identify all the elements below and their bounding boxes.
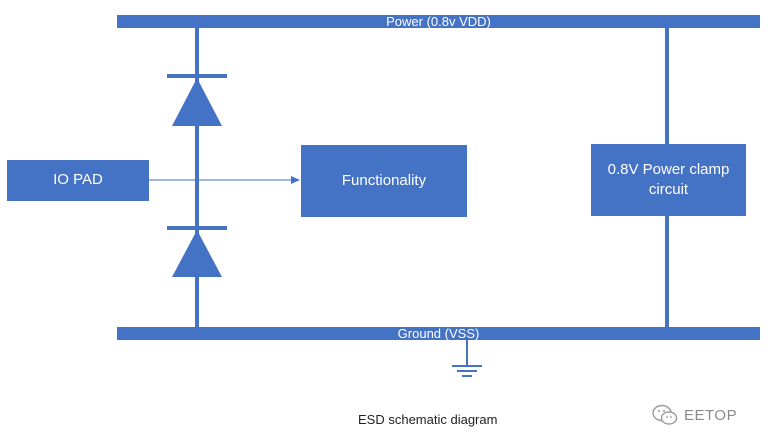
watermark-text: EETOP — [684, 406, 738, 424]
diagram-caption: ESD schematic diagram — [358, 412, 498, 427]
clamp-ground-wire — [665, 216, 669, 327]
power-rail-label: Power (0.8v VDD) — [386, 14, 491, 29]
power-clamp-label-line2: circuit — [648, 181, 689, 198]
functionality-block: Functionality — [301, 145, 467, 217]
io-pad-label: IO PAD — [53, 171, 103, 189]
diode-column-wire — [195, 28, 199, 327]
power-rail: Power (0.8v VDD) — [117, 15, 760, 28]
functionality-label: Functionality — [341, 171, 427, 189]
clamp-power-wire — [665, 28, 669, 144]
wechat-icon — [652, 404, 678, 425]
ground-rail: Ground (VSS) — [117, 327, 760, 340]
power-clamp-block: 0.8V Power clamp circuit — [591, 144, 746, 216]
ground-rail-label: Ground (VSS) — [397, 326, 480, 341]
ground-drop-wire — [466, 340, 468, 366]
watermark: EETOP — [652, 404, 737, 426]
power-clamp-label-line1: 0.8V Power clamp — [607, 160, 730, 178]
io-pad-block: IO PAD — [7, 160, 149, 201]
